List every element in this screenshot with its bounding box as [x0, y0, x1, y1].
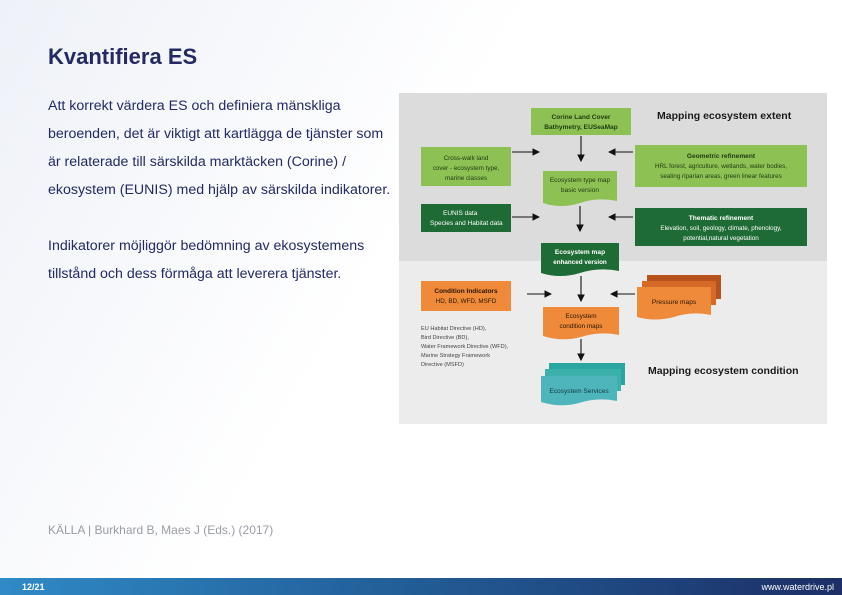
thematic-title: Thematic refinement — [689, 215, 754, 222]
condition-indicators-subtitle: HD, BD, WFD, MSFD — [436, 298, 497, 305]
enhanced-map-box — [541, 243, 619, 276]
directive-item: Bird Directive (BD), — [421, 335, 469, 341]
ecosystem-mapping-diagram: Mapping ecosystem extent Mapping ecosyst… — [399, 93, 827, 424]
crosswalk-line: cover - ecosystem type, — [433, 165, 500, 172]
eunis-subtitle: Species and Habitat data — [430, 220, 503, 227]
thematic-refinement-box — [635, 208, 807, 246]
condition-indicators-box — [421, 281, 511, 311]
diagram-svg: Mapping ecosystem extent Mapping ecosyst… — [399, 93, 827, 424]
crosswalk-line: Cross-walk land — [444, 155, 489, 162]
footer-bar: 12/21 www.waterdrive.pl — [0, 578, 842, 595]
body-text: Att korrekt värdera ES och definiera män… — [48, 92, 393, 316]
directive-item: Water Framework Directive (WFD), — [421, 344, 509, 350]
corine-box — [531, 108, 631, 135]
geometric-refinement-box — [635, 145, 807, 187]
services-box — [541, 376, 617, 406]
basic-map-box — [543, 171, 617, 206]
page-number: 12/21 — [22, 582, 45, 592]
condition-maps-box — [543, 307, 619, 340]
basic-map-title: Ecosystem type map — [550, 177, 611, 184]
source-citation: KÄLLA | Burkhard B, Maes J (Eds.) (2017) — [48, 523, 274, 537]
pressure-maps-box — [637, 287, 711, 320]
thematic-line: potential,natural vegetation — [683, 235, 759, 242]
geometric-line: sealing riparian areas, green linear fea… — [660, 173, 781, 180]
enhanced-map-title: Ecosystem map — [555, 249, 605, 256]
geometric-line: HRL forest, agriculture, wetlands, water… — [655, 163, 787, 170]
condition-indicators-title: Condition Indicators — [434, 288, 498, 295]
basic-map-subtitle: basic version — [561, 187, 599, 194]
geometric-title: Geometric refinement — [687, 153, 756, 160]
thematic-line: Elevation, soil, geology, climate, pheno… — [660, 225, 781, 232]
crosswalk-box — [421, 147, 511, 186]
condition-heading: Mapping ecosystem condition — [648, 365, 799, 377]
directive-item: Marine Strategy Framework — [421, 353, 490, 359]
directive-item: EU Habitat Directive (HD), — [421, 326, 487, 332]
slide-title: Kvantifiera ES — [48, 44, 198, 69]
website-link[interactable]: www.waterdrive.pl — [761, 582, 834, 592]
enhanced-map-subtitle: enhanced version — [553, 259, 607, 266]
eunis-title: EUNIS data — [443, 210, 478, 217]
eunis-box — [421, 204, 511, 232]
condition-maps-subtitle: condition maps — [560, 323, 603, 330]
body-paragraph: Att korrekt värdera ES och definiera män… — [48, 98, 391, 198]
pressure-maps-label: Pressure maps — [652, 299, 697, 306]
directive-item: Directive (MSFD) — [421, 362, 464, 368]
condition-maps-title: Ecosystem — [565, 313, 596, 320]
services-label: Ecosystem Services — [549, 388, 609, 395]
body-paragraph: Indikatorer möjliggör bedömning av ekosy… — [48, 238, 365, 282]
crosswalk-line: marine classes — [445, 175, 487, 182]
corine-title: Corine Land Cover — [552, 114, 611, 121]
extent-heading: Mapping ecosystem extent — [657, 110, 792, 122]
corine-subtitle: Bathymetry, EUSeaMap — [544, 124, 618, 131]
